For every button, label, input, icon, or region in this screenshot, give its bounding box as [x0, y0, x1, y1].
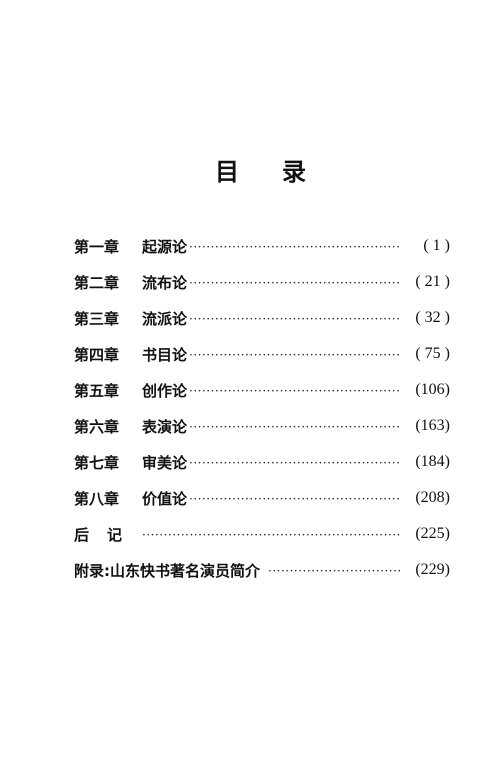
- chapter-title: 起源论: [142, 237, 188, 256]
- dot-leader: [189, 276, 400, 290]
- chapter-number: 第七章: [74, 453, 120, 472]
- toc-title-char-1: 目: [215, 157, 239, 186]
- dot-leader: [189, 456, 400, 470]
- toc-entry-chapter-2[interactable]: 第二章 流布论 ( 21 ): [74, 264, 450, 300]
- toc-entry-chapter-1[interactable]: 第一章 起源论 ( 1 ): [74, 228, 450, 264]
- chapter-number: 第六章: [74, 417, 120, 436]
- toc-entry-chapter-7[interactable]: 第七章 审美论 (184): [74, 444, 450, 480]
- table-of-contents: 第一章 起源论 ( 1 ) 第二章 流布论 ( 21 ) 第三章 流派论 ( 3…: [74, 228, 450, 588]
- page-number: ( 1 ): [423, 237, 450, 254]
- toc-entry-afterword[interactable]: 后记 (225): [74, 516, 450, 552]
- chapter-number: 第三章: [74, 309, 120, 328]
- dot-leader: [189, 492, 400, 506]
- page-number: ( 75 ): [415, 345, 450, 362]
- chapter-title: 审美论: [142, 453, 188, 472]
- chapter-title: 创作论: [142, 381, 188, 400]
- page-number: (106): [415, 381, 450, 398]
- dot-leader: [189, 312, 400, 326]
- afterword-title: 后记: [74, 525, 141, 544]
- dot-leader: [268, 564, 400, 578]
- chapter-number: 第一章: [74, 237, 120, 256]
- dot-leader: [189, 420, 400, 434]
- toc-entry-chapter-6[interactable]: 第六章 表演论 (163): [74, 408, 450, 444]
- chapter-title: 书目论: [142, 345, 188, 364]
- chapter-number: 第二章: [74, 273, 120, 292]
- toc-entry-chapter-8[interactable]: 第八章 价值论 (208): [74, 480, 450, 516]
- page-number: (229): [415, 561, 450, 578]
- dot-leader: [189, 384, 400, 398]
- appendix-title: 附录:山东快书著名演员简介: [74, 561, 260, 580]
- page-number: (208): [415, 489, 450, 506]
- page-number: ( 32 ): [415, 309, 450, 326]
- page-number: ( 21 ): [415, 273, 450, 290]
- chapter-title: 价值论: [142, 489, 188, 508]
- dot-leader: [189, 240, 400, 254]
- page-number: (163): [415, 417, 450, 434]
- page-number: (184): [415, 453, 450, 470]
- page-number: (225): [415, 525, 450, 542]
- toc-entry-appendix[interactable]: 附录:山东快书著名演员简介 (229): [74, 552, 450, 588]
- toc-entry-chapter-5[interactable]: 第五章 创作论 (106): [74, 372, 450, 408]
- chapter-number: 第八章: [74, 489, 120, 508]
- toc-entry-chapter-3[interactable]: 第三章 流派论 ( 32 ): [74, 300, 450, 336]
- chapter-number: 第四章: [74, 345, 120, 364]
- chapter-number: 第五章: [74, 381, 120, 400]
- dot-leader: [189, 348, 400, 362]
- dot-leader: [142, 528, 400, 542]
- toc-title-char-2: 录: [282, 157, 306, 186]
- toc-entry-chapter-4[interactable]: 第四章 书目论 ( 75 ): [74, 336, 450, 372]
- chapter-title: 流派论: [142, 309, 188, 328]
- chapter-title: 表演论: [142, 417, 188, 436]
- chapter-title: 流布论: [142, 273, 188, 292]
